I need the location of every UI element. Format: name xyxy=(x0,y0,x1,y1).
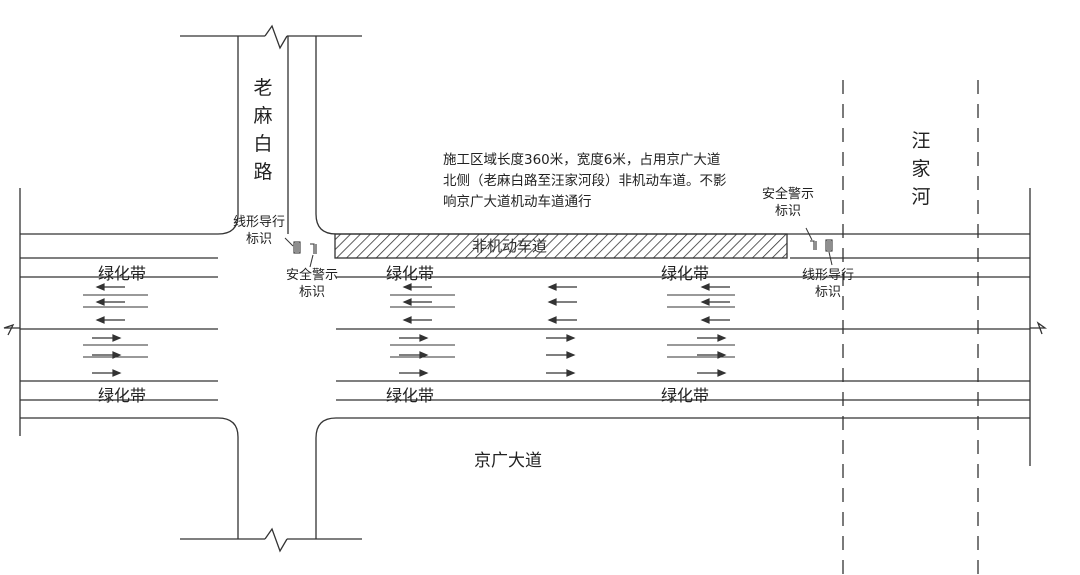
main-road-label: 京广大道 xyxy=(474,451,542,471)
guide-sign-line2: 标识 xyxy=(814,285,841,300)
side-road-label: 老麻白路 xyxy=(253,77,273,183)
guide-sign-line1: 线形导行 xyxy=(232,215,285,230)
warning-sign-label-east: 安全警示 标识 xyxy=(755,186,821,220)
guide-sign-label-east: 线形导行 标识 xyxy=(795,267,861,301)
warning-sign-label-west: 安全警示 标识 xyxy=(279,267,345,301)
eastbound-arrows xyxy=(92,334,727,377)
side-road-north xyxy=(180,24,362,235)
median-label-6: 绿化带 xyxy=(661,386,710,405)
side-road-south xyxy=(180,417,362,553)
sign-markers xyxy=(293,239,833,254)
westbound-arrows xyxy=(95,283,730,324)
median-label-4: 绿化带 xyxy=(98,386,147,405)
guide-sign-label-west: 线形导行 标识 xyxy=(226,214,292,248)
guide-sign-east xyxy=(825,239,833,252)
warning-sign-west xyxy=(310,243,317,254)
median-label-2: 绿化带 xyxy=(386,264,435,283)
warning-sign-line1: 安全警示 xyxy=(761,187,814,202)
guide-sign-west xyxy=(293,241,301,254)
warning-sign-line1: 安全警示 xyxy=(285,268,338,283)
guide-sign-line1: 线形导行 xyxy=(801,268,854,283)
construction-zone xyxy=(334,233,788,259)
median-label-1: 绿化带 xyxy=(98,264,147,283)
warning-sign-east xyxy=(810,240,817,250)
median-label-5: 绿化带 xyxy=(386,386,435,405)
leader-lines xyxy=(284,227,833,268)
guide-sign-line2: 标识 xyxy=(245,232,272,247)
warning-sign-line2: 标识 xyxy=(298,285,325,300)
zone-label: 非机动车道 xyxy=(472,237,548,255)
main-road-lines xyxy=(3,188,1048,466)
median-label-3: 绿化带 xyxy=(661,264,710,283)
traffic-arrows xyxy=(92,283,730,377)
river-label: 汪家河 xyxy=(911,130,931,208)
river-boundaries xyxy=(842,80,979,575)
warning-sign-line2: 标识 xyxy=(774,204,801,219)
construction-note: 施工区域长度360米，宽度6米，占用京广大道北侧（老麻白路至汪家河段）非机动车道… xyxy=(443,152,727,210)
